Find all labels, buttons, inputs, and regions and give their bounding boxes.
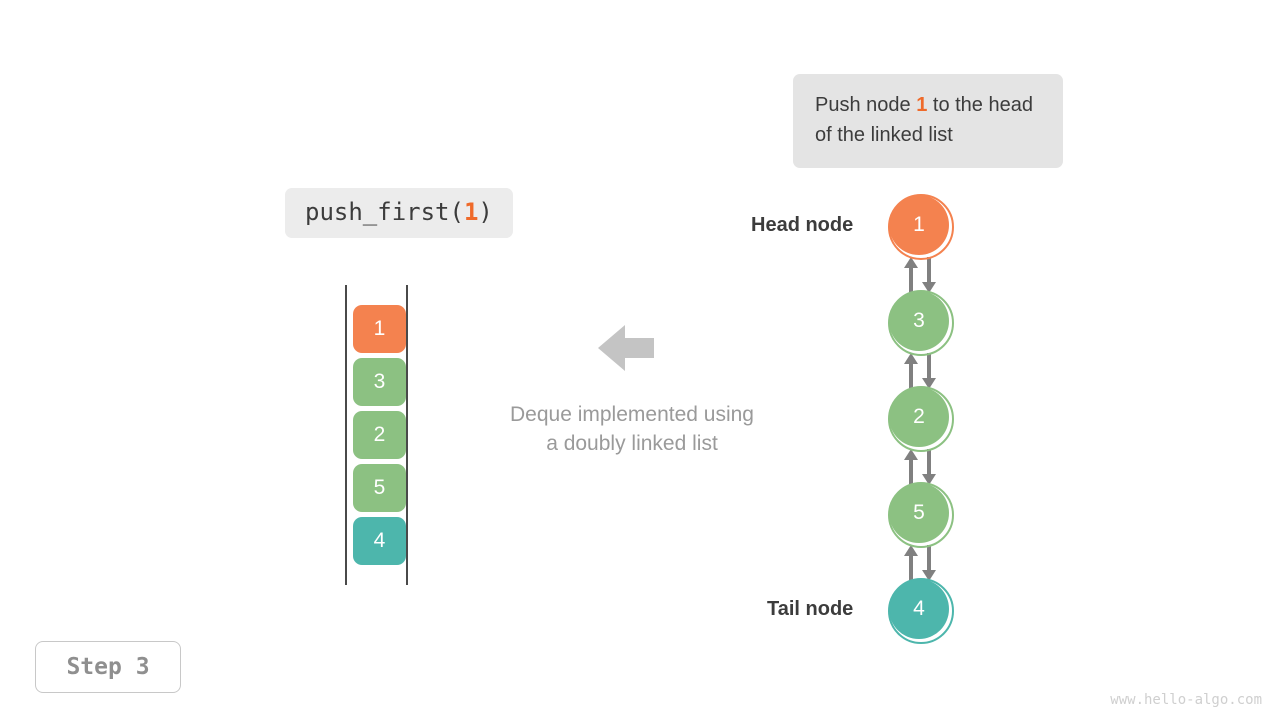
linked-list-node: 2 [888,386,954,452]
array-cell: 2 [353,411,406,459]
step-badge-label: Step 3 [66,654,150,680]
linked-list-container: 1 3 2 5 4 [888,194,954,644]
linked-list-node-value: 4 [913,597,925,620]
tail-node-label: Tail node [767,598,854,620]
callout-box: Push node 1 to the head of the linked li… [793,74,1063,168]
array-cell-value: 4 [373,529,386,552]
code-prefix: push_first( [305,198,464,226]
linked-list-node: 4 [888,578,954,644]
linked-list-node: 1 [888,194,954,260]
array-column: 1 3 2 5 4 [345,285,410,585]
linked-list-node-value: 1 [913,213,925,236]
array-cell-value: 2 [373,423,386,446]
diagram-caption: Deque implemented using a doubly linked … [432,400,832,458]
linked-list-node-value: 5 [913,501,925,524]
flow-arrow-left-icon [598,325,654,371]
watermark: www.hello-algo.com [1110,692,1262,708]
array-rail-right [406,285,408,585]
array-cell-value: 3 [373,370,386,393]
caption-line-2: a doubly linked list [546,432,718,455]
linked-list-node: 5 [888,482,954,548]
array-cell-value: 5 [373,476,386,499]
step-badge: Step 3 [35,641,181,693]
code-suffix: ) [478,198,493,226]
array-cell-value: 1 [373,317,386,340]
code-argument: 1 [463,198,479,226]
bidirectional-link-arrows [901,449,939,485]
caption-line-1: Deque implemented using [510,403,754,426]
array-cell: 5 [353,464,406,512]
callout-text-after: to the head of the linked list [815,94,1033,146]
array-cell: 3 [353,358,406,406]
operation-code-label: push_first(1) [285,188,513,238]
callout-text-before: Push node [815,94,917,116]
linked-list-node-value: 3 [913,309,925,332]
head-node-label: Head node [751,214,854,236]
array-cell: 4 [353,517,406,565]
linked-list-node-value: 2 [913,405,925,428]
callout-highlight-value: 1 [916,94,928,116]
bidirectional-link-arrows [901,545,939,581]
array-cell: 1 [353,305,406,353]
linked-list-node: 3 [888,290,954,356]
array-rail-left [345,285,347,585]
bidirectional-link-arrows [901,353,939,389]
bidirectional-link-arrows [901,257,939,293]
